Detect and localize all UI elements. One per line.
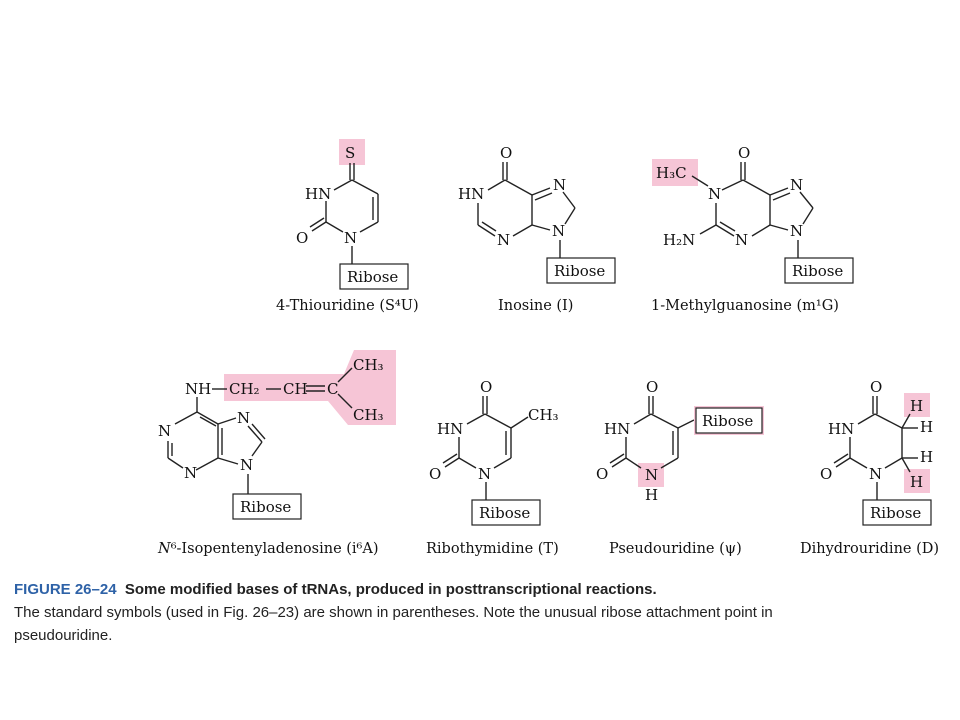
atom-n: N <box>553 176 566 194</box>
atom-n: N <box>869 465 882 483</box>
structure-name: 4-Thiouridine (S⁴U) <box>276 298 419 314</box>
ribose-label: Ribose <box>240 498 291 516</box>
atom-hn: HN <box>458 185 484 203</box>
ribose-box <box>546 257 616 284</box>
structure-name: Pseudouridine (ψ) <box>609 541 742 557</box>
structure-1-methylguanosine: H₃C O N N H₂N N N Ribose 1-Methylguanosi… <box>651 144 854 314</box>
atom-h: H <box>910 397 923 415</box>
atom-n: N <box>497 231 510 249</box>
atom-n: N <box>708 185 721 203</box>
ribose-box <box>339 263 409 290</box>
atom-ch: CH <box>283 380 308 398</box>
structure-name: Dihydrouridine (D) <box>800 541 939 557</box>
highlight-h-bottom <box>904 469 930 493</box>
atom-n: N <box>790 176 803 194</box>
atom-h: H <box>910 473 923 491</box>
highlight-methyl <box>652 159 698 186</box>
atom-c: C <box>327 380 338 398</box>
structure-name: N⁶-Isopentenyladenosine (i⁶A) <box>157 541 379 557</box>
atom-ch3-bottom: CH₃ <box>353 406 384 424</box>
ribose-label: Ribose <box>479 504 530 522</box>
structure-ribothymidine: O CH₃ HN O N Ribose Ribothymidine (T) <box>426 378 559 557</box>
atom-o: O <box>820 465 832 483</box>
atom-o: O <box>296 229 308 247</box>
atom-o: O <box>738 144 750 162</box>
ribose-box <box>862 499 932 526</box>
atom-n: N <box>344 229 357 247</box>
atom-o: O <box>646 378 658 396</box>
atom-hn: HN <box>437 420 463 438</box>
atom-ch3-top: CH₃ <box>353 356 384 374</box>
ribose-box <box>784 257 854 284</box>
atom-n: N <box>735 231 748 249</box>
atom-o: O <box>500 144 512 162</box>
figure-label: FIGURE 26–24 <box>14 581 117 598</box>
figure-caption: FIGURE 26–24 Some modified bases of tRNA… <box>14 578 774 647</box>
atom-n: N <box>237 409 250 427</box>
highlight-isopentenyl <box>224 350 396 425</box>
atom-h: H <box>920 448 933 466</box>
atom-n: N <box>552 222 565 240</box>
atom-n: N <box>478 465 491 483</box>
atom-n: N <box>184 464 197 482</box>
highlight-h-top <box>904 393 930 417</box>
atom-h3c: H₃C <box>656 164 687 182</box>
atom-o: O <box>596 465 608 483</box>
ribose-label: Ribose <box>870 504 921 522</box>
highlight-sulfur <box>339 139 365 165</box>
atom-hn: HN <box>604 420 630 438</box>
atom-n: N <box>240 456 253 474</box>
structure-name: 1-Methylguanosine (m¹G) <box>651 298 839 314</box>
atom-hn: HN <box>828 420 854 438</box>
ribose-box <box>232 493 302 520</box>
name-italic-n: N <box>157 541 172 557</box>
atom-ch2: CH₂ <box>229 380 260 398</box>
atom-s: S <box>345 144 355 162</box>
structure-pseudouridine: O Ribose HN O N H Pseudouridine (ψ) <box>596 378 764 557</box>
structure-inosine: O HN N N N Ribose Inosine (I) <box>458 144 616 314</box>
atom-n: N <box>790 222 803 240</box>
ribose-label: Ribose <box>792 262 843 280</box>
figure-title: Some modified bases of tRNAs, produced i… <box>124 581 657 598</box>
highlight-nh <box>638 463 664 487</box>
atom-nh: NH <box>185 380 211 398</box>
structure-dihydrouridine: O H H H H HN O N Ribose Dihydrouridine (… <box>800 378 939 557</box>
ribose-box <box>471 499 541 526</box>
atom-o: O <box>480 378 492 396</box>
atom-n: N <box>158 422 171 440</box>
atom-n: N <box>645 466 658 484</box>
atom-hn: HN <box>305 185 331 203</box>
atom-ch3: CH₃ <box>528 406 559 424</box>
ribose-label: Ribose <box>702 412 753 430</box>
structure-name: Ribothymidine (T) <box>426 541 559 557</box>
atom-o: O <box>429 465 441 483</box>
ribose-label: Ribose <box>347 268 398 286</box>
figure-body: The standard symbols (used in Fig. 26–23… <box>14 604 773 644</box>
structure-4-thiouridine: S HN O N Ribose 4-Thiouridine (S⁴U) <box>276 139 419 314</box>
atom-h: H <box>920 418 933 436</box>
ribose-box <box>695 407 763 434</box>
name-rest: ⁶-Isopentenyladenosine (i⁶A) <box>171 541 379 557</box>
atom-h2n: H₂N <box>663 231 695 249</box>
ribose-label: Ribose <box>554 262 605 280</box>
structure-name: Inosine (I) <box>498 298 573 314</box>
atom-o: O <box>870 378 882 396</box>
structure-isopentenyladenosine: NH CH₂ CH C CH₃ CH₃ N N N N Ribose <box>157 350 396 557</box>
atom-h: H <box>645 486 658 504</box>
